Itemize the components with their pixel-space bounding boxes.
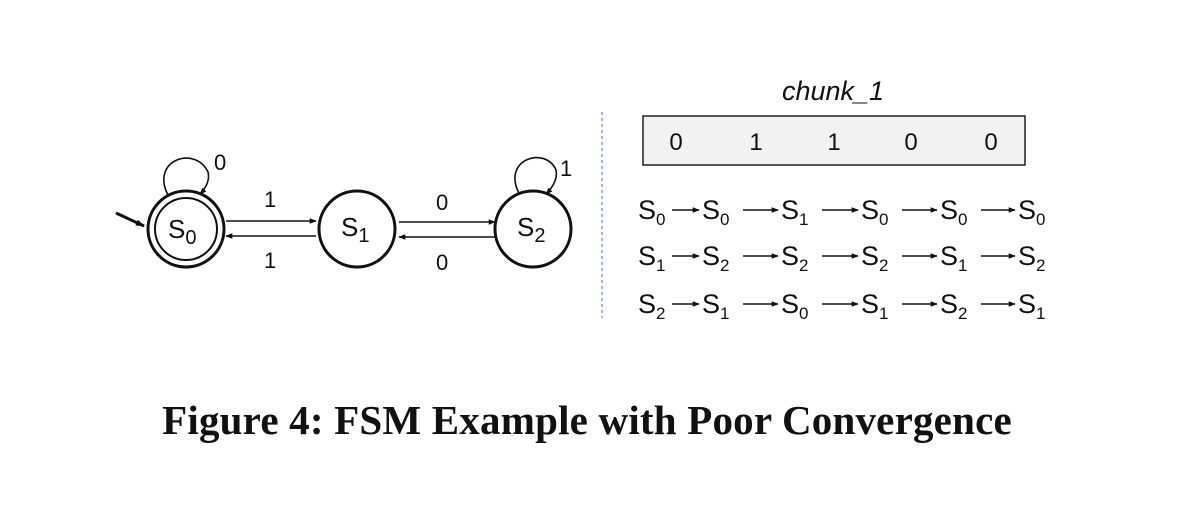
self-loop-s0 — [163, 157, 210, 196]
trace-state-letter: S — [861, 289, 879, 319]
trace-state: S1 — [940, 241, 967, 275]
trace-state: S0 — [861, 195, 888, 229]
trace-state: S1 — [702, 289, 729, 323]
trace-state-subscript: 1 — [1036, 304, 1045, 323]
trace-state-subscript: 2 — [958, 304, 967, 323]
trace-state-letter: S — [861, 241, 879, 271]
state-s2-subscript: 2 — [534, 225, 545, 247]
state-s1-letter: S — [341, 212, 358, 242]
trace-state: S2 — [861, 241, 888, 275]
trace-state-subscript: 2 — [720, 256, 729, 275]
trace-state-letter: S — [781, 241, 799, 271]
chunk-cells: 0 1 1 0 0 — [669, 129, 997, 156]
trace-state: S1 — [861, 289, 888, 323]
transition-label-s0-s1: 1 — [264, 187, 276, 212]
trace-state-subscript: 1 — [879, 304, 888, 323]
chunk-label: chunk_1 — [782, 76, 884, 106]
chunk-box — [642, 115, 1026, 166]
trace-state: S2 — [940, 289, 967, 323]
chunk-cell: 0 — [669, 129, 682, 156]
trace-state-subscript: 2 — [799, 256, 808, 275]
trace-state-letter: S — [1018, 241, 1036, 271]
transition-label-s2-s2: 1 — [560, 156, 572, 181]
self-loop-s2 — [514, 156, 558, 196]
state-s2: S2 — [493, 189, 573, 269]
trace-state-subscript: 1 — [958, 256, 967, 275]
trace-state-letter: S — [940, 241, 958, 271]
chunk-cell: 0 — [904, 129, 917, 156]
trace-state-subscript: 0 — [799, 304, 808, 323]
chunk-cell: 1 — [827, 129, 840, 156]
state-s1: S1 — [317, 189, 397, 269]
trace-state-subscript: 0 — [1036, 210, 1045, 229]
fsm-diagram: 0 1 1 1 0 0 S0 S1 — [115, 150, 573, 275]
trace-state: S2 — [1018, 241, 1045, 275]
trace-state-letter: S — [638, 289, 656, 319]
svg-text:S2: S2 — [517, 212, 545, 247]
trace-state-subscript: 0 — [958, 210, 967, 229]
trace-state-letter: S — [861, 195, 879, 225]
trace-state-letter: S — [940, 289, 958, 319]
state-s0: S0 — [146, 189, 226, 269]
state-s0-letter: S — [168, 214, 185, 244]
trace-state-letter: S — [781, 195, 799, 225]
svg-text:S1: S1 — [341, 212, 369, 247]
state-s0-subscript: 0 — [185, 227, 196, 249]
trace-state: S1 — [1018, 289, 1045, 323]
trace-state: S0 — [940, 195, 967, 229]
trace-state: S0 — [638, 195, 665, 229]
trace-state: S1 — [638, 241, 665, 275]
trace-state-letter: S — [702, 241, 720, 271]
trace-state: S1 — [781, 195, 808, 229]
trace-state-letter: S — [638, 241, 656, 271]
trace-state: S2 — [781, 241, 808, 275]
trace-state-subscript: 2 — [879, 256, 888, 275]
trace-state-letter: S — [702, 289, 720, 319]
trace-state-subscript: 2 — [656, 304, 665, 323]
trace-state-letter: S — [1018, 195, 1036, 225]
figure-caption: Figure 4: FSM Example with Poor Converge… — [162, 397, 1012, 443]
transition-label-s1-s2: 0 — [436, 190, 448, 215]
chunk: chunk_1 0 1 1 0 0 — [642, 76, 1026, 166]
transition-label-s1-s0: 1 — [264, 248, 276, 273]
trace-state-letter: S — [702, 195, 720, 225]
trace-state-subscript: 1 — [799, 210, 808, 229]
initial-state-arrow — [115, 211, 145, 228]
chunk-cell: 0 — [984, 129, 997, 156]
trace-state-letter: S — [940, 195, 958, 225]
trace-state: S0 — [781, 289, 808, 323]
trace-state: S0 — [702, 195, 729, 229]
trace-state-letter: S — [638, 195, 656, 225]
trace-state: S2 — [702, 241, 729, 275]
trace-state-subscript: 1 — [656, 256, 665, 275]
trace-state-subscript: 2 — [1036, 256, 1045, 275]
trace-state-subscript: 0 — [879, 210, 888, 229]
trace-state-letter: S — [781, 289, 799, 319]
chunk-cell: 1 — [749, 129, 762, 156]
trace-state-subscript: 0 — [656, 210, 665, 229]
trace-state: S0 — [1018, 195, 1045, 229]
svg-text:S0: S0 — [168, 214, 196, 249]
trace-state-subscript: 1 — [720, 304, 729, 323]
transition-label-s2-s1: 0 — [436, 250, 448, 275]
transition-label-s0-s0: 0 — [214, 150, 226, 175]
state-s1-subscript: 1 — [358, 225, 369, 247]
trace-state: S2 — [638, 289, 665, 323]
trace-state-letter: S — [1018, 289, 1036, 319]
trace-state-subscript: 0 — [720, 210, 729, 229]
state-s2-letter: S — [517, 212, 534, 242]
